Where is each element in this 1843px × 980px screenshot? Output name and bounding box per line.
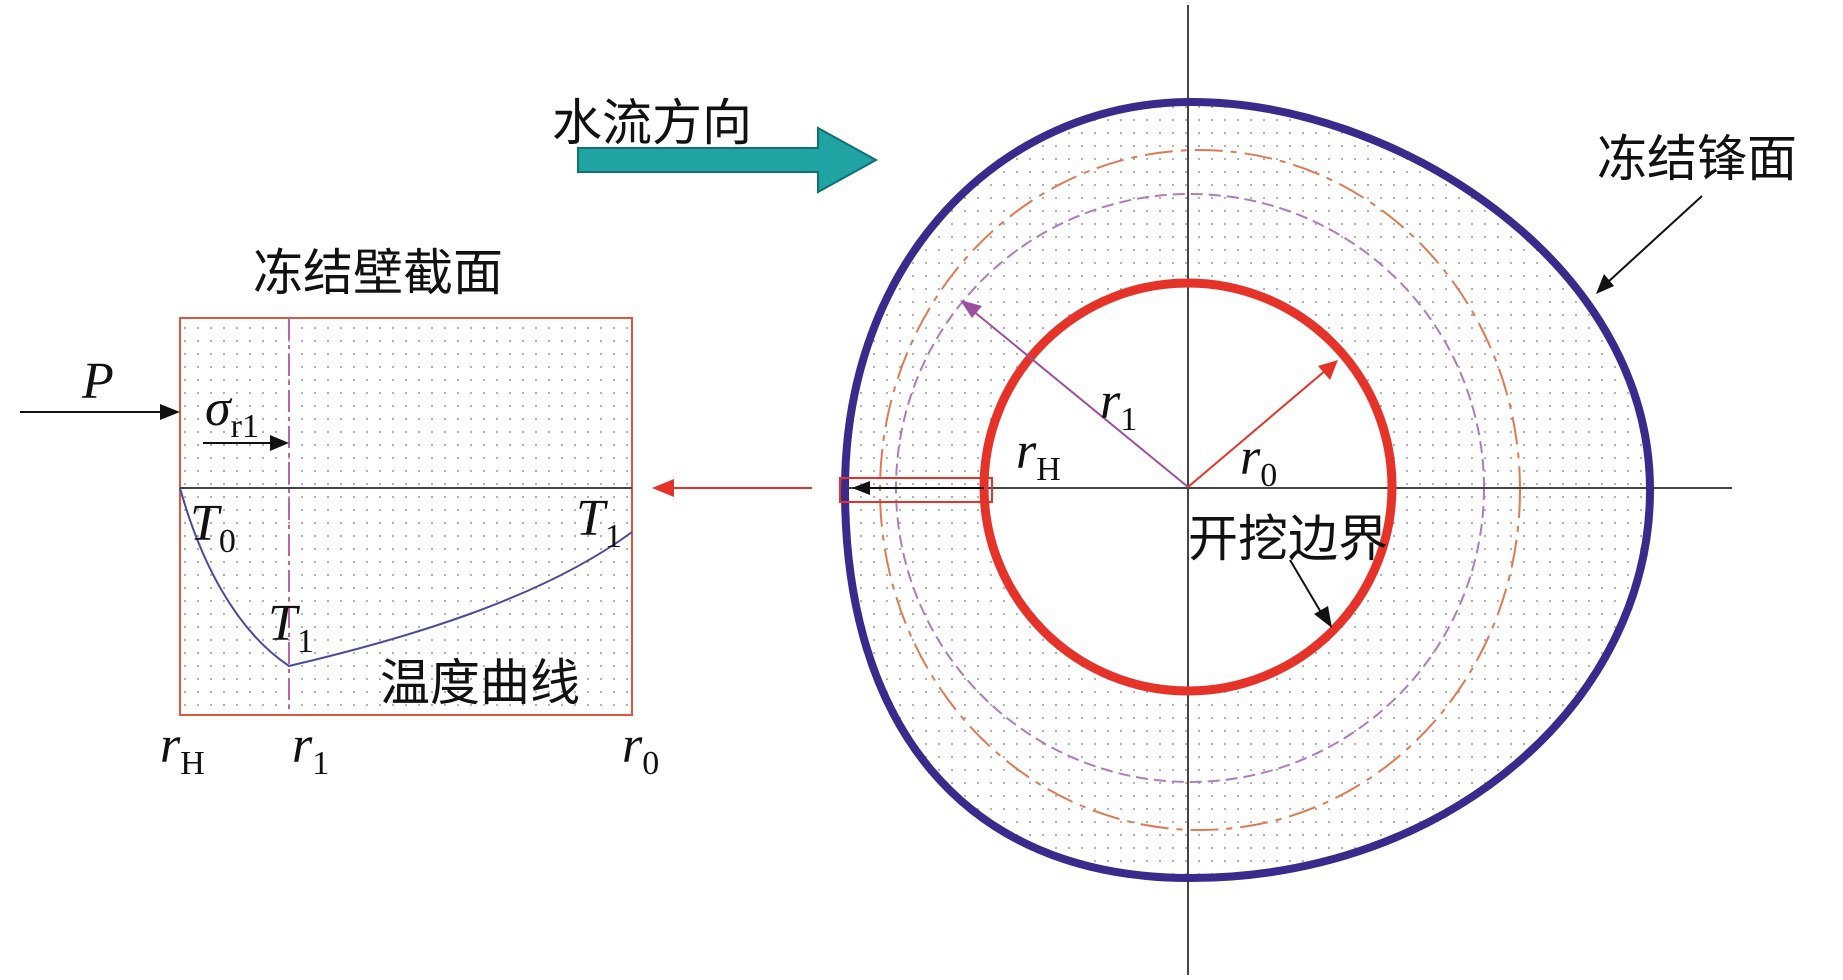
t1-right-label: T1: [576, 490, 622, 555]
t1-mid-label: T1: [268, 595, 314, 660]
section-dot-fill: [180, 318, 632, 715]
section-highlight-rect: [839, 477, 993, 503]
frozen-zone-fill: [845, 101, 1650, 879]
pressure-label: P: [81, 353, 114, 410]
circular-cross-section: r1 rH r0 开挖边界 冻结锋面: [839, 5, 1797, 975]
flow-direction-label: 水流方向: [552, 94, 752, 152]
temperature-curve: [179, 487, 633, 668]
dashed-ring-orange: [879, 149, 1521, 831]
pressure-arrowhead: [160, 404, 180, 420]
freezing-front-pointer-line: [1607, 195, 1703, 283]
excavation-pointer-arrowhead: [1314, 606, 1332, 628]
pointer-arrowhead: [652, 479, 674, 497]
r0-radius-label: r0: [1240, 429, 1277, 494]
temperature-curve-label: 温度曲线: [380, 654, 580, 712]
r1-radius-label: r1: [1100, 373, 1137, 438]
frozen-wall-section-panel: 冻结壁截面 温度曲线 P σr1 T0 T1 T1 rH r1 r0: [20, 244, 659, 782]
rh-axis-label: rH: [160, 717, 205, 782]
flow-direction-arrow: [577, 126, 879, 194]
r0-axis-label: r0: [622, 717, 659, 782]
freezing-front-boundary: [840, 97, 1655, 883]
r0-radius-line: [1187, 369, 1327, 488]
highlight-arrowhead: [852, 481, 870, 495]
r1-axis-label: r1: [292, 717, 329, 782]
r1-radius-arrowhead: [960, 300, 982, 318]
excavation-pointer-line: [1289, 559, 1323, 615]
r1-radius-line: [971, 309, 1189, 488]
r0-radius-arrowhead: [1318, 360, 1338, 380]
section-border: [179, 317, 633, 716]
rh-radius-label: rH: [1016, 423, 1061, 488]
flow-direction-group: 水流方向: [552, 94, 879, 194]
freezing-front-pointer-arrowhead: [1596, 274, 1614, 294]
freezing-front-label: 冻结锋面: [1597, 130, 1797, 188]
stress-arrowhead: [270, 435, 289, 451]
stress-label: σr1: [205, 380, 259, 445]
frozen-wall-section-title: 冻结壁截面: [253, 244, 503, 302]
section-pointer: [652, 479, 812, 497]
excavation-boundary-label: 开挖边界: [1188, 510, 1388, 568]
t0-label: T0: [190, 495, 236, 560]
